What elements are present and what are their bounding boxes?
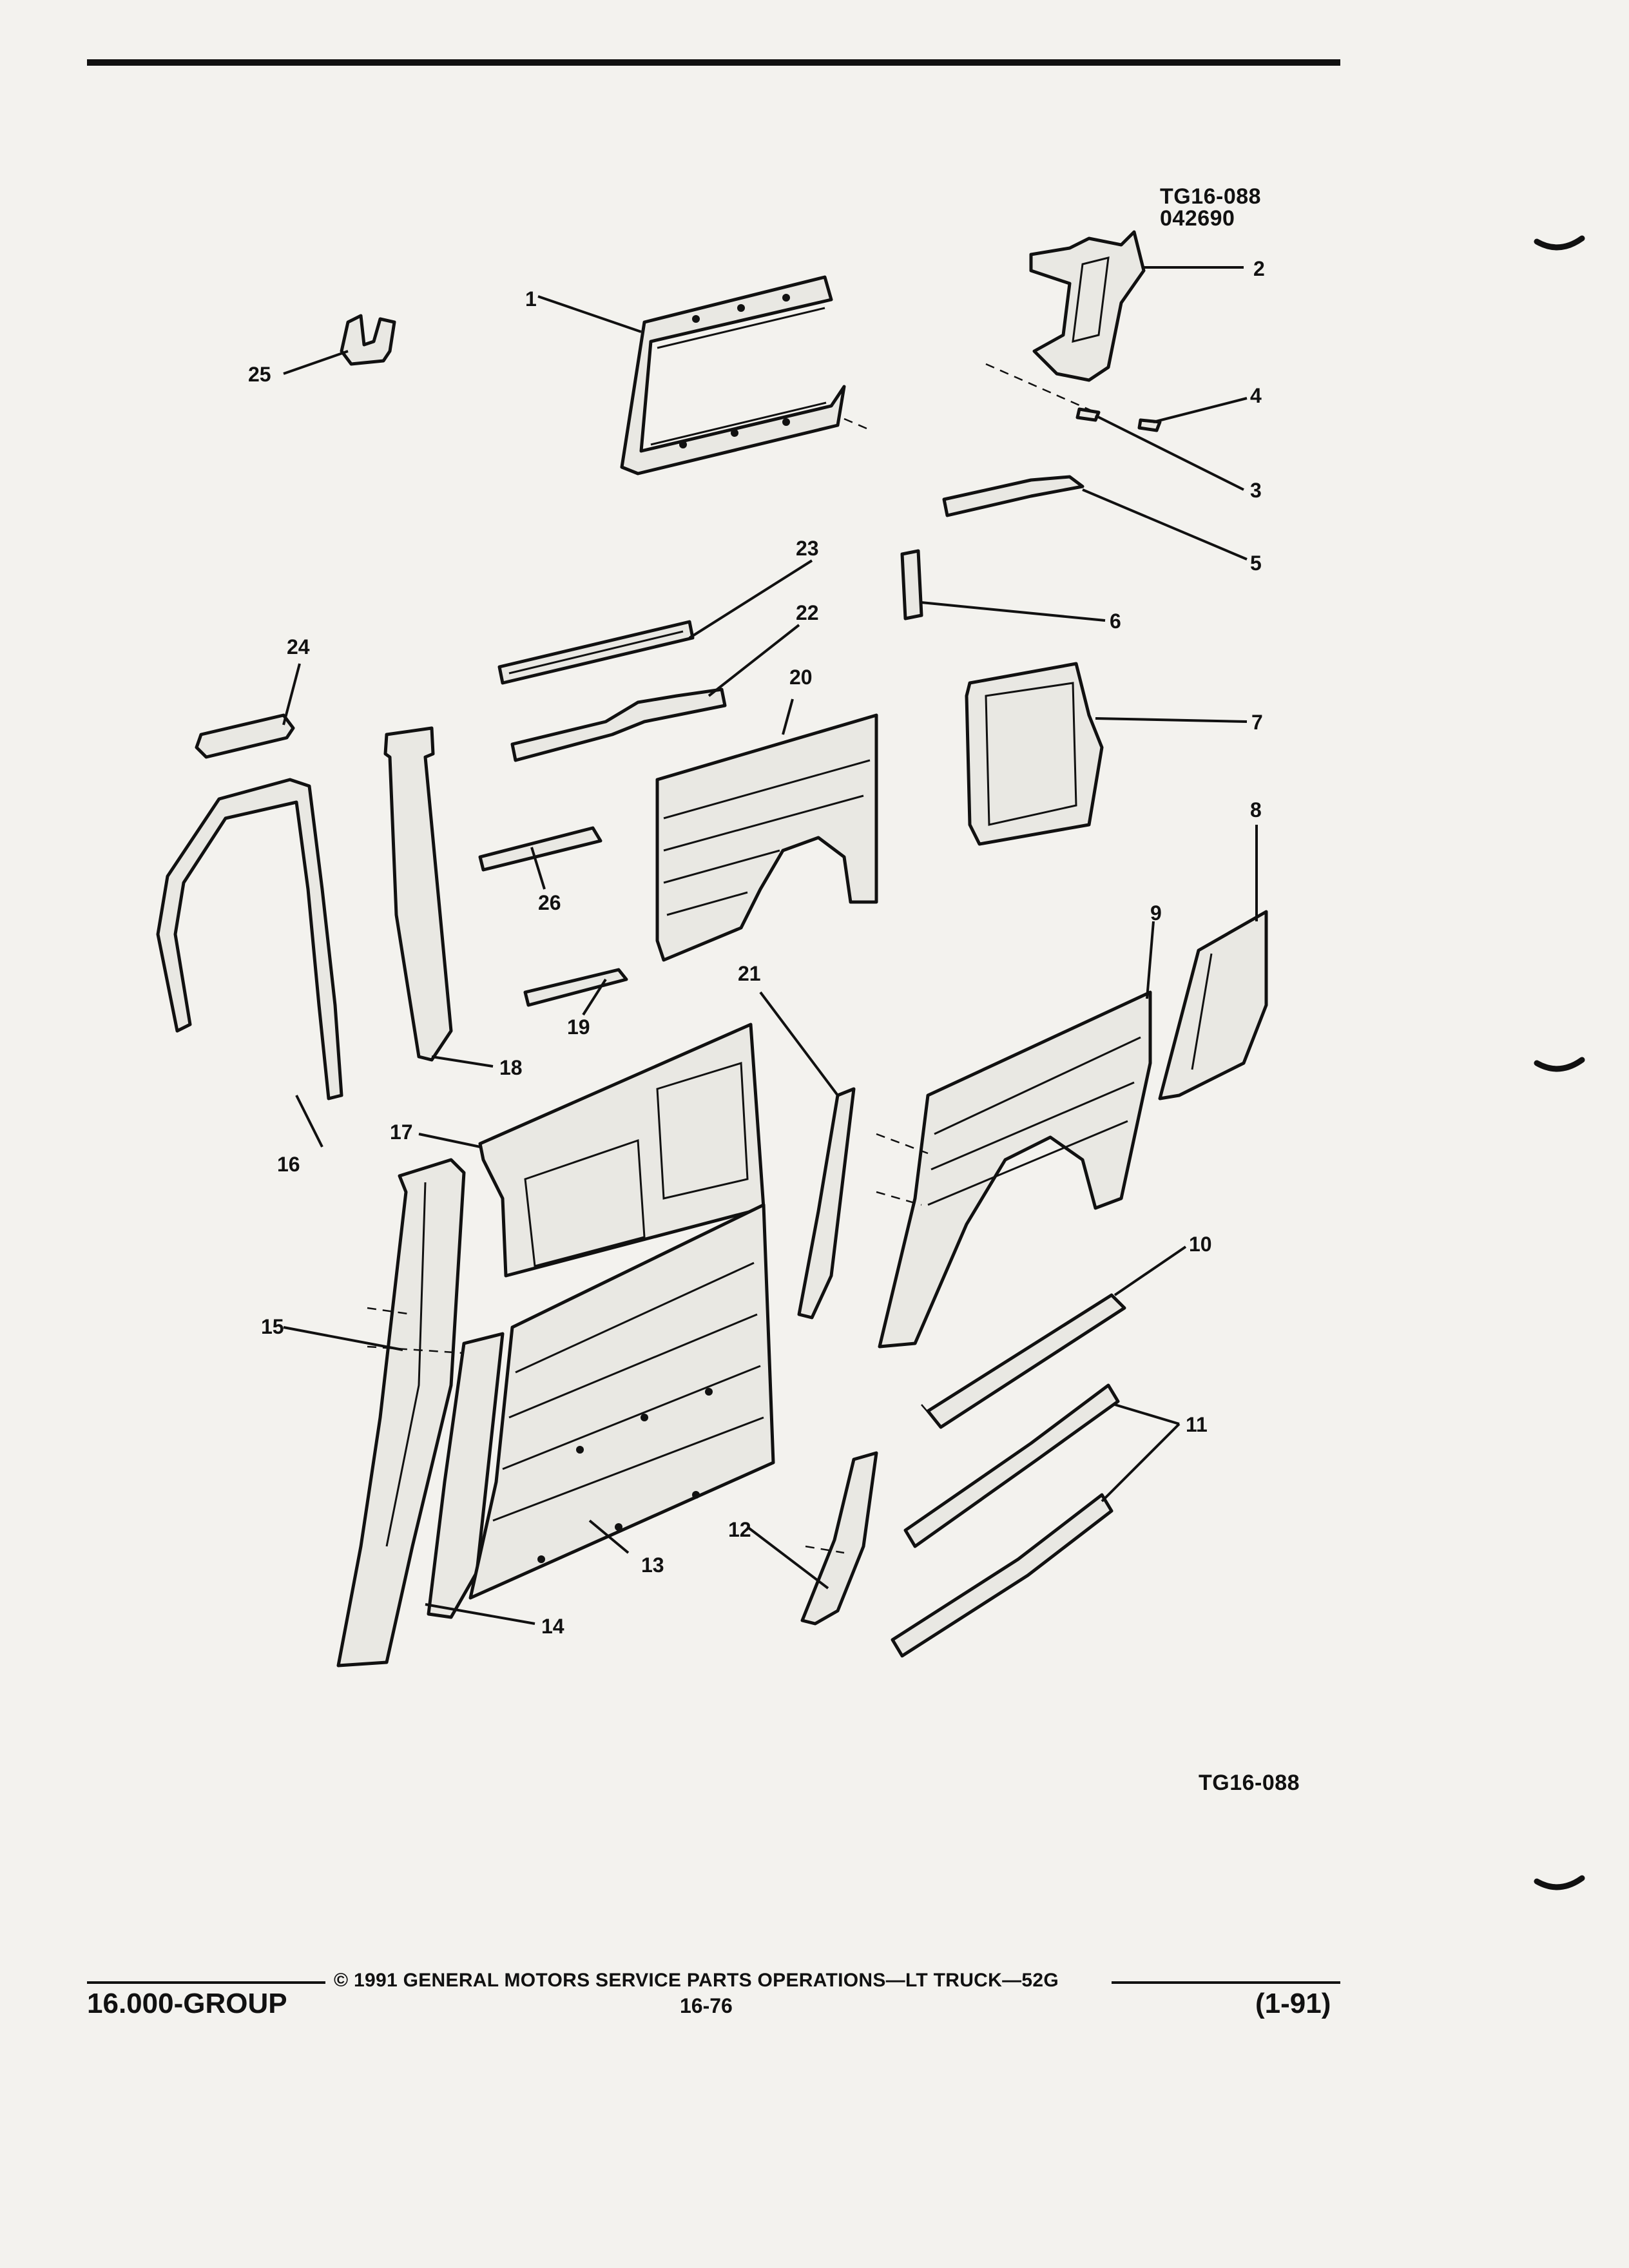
- footer-group: 16.000-GROUP: [87, 1988, 287, 2019]
- part-26-bracket: [478, 826, 602, 872]
- callout-6: 6: [1110, 610, 1121, 633]
- part-12-filler-strip: [800, 1451, 878, 1626]
- callout-13: 13: [641, 1553, 664, 1577]
- callout-4: 4: [1250, 384, 1262, 407]
- part-17-window-panel: [478, 1023, 766, 1278]
- part-14-pillar-trim: [427, 1332, 505, 1619]
- callout-17: 17: [390, 1120, 413, 1144]
- part-24-bracket: [195, 713, 295, 759]
- part-20-upper-side-panel: [655, 713, 878, 962]
- figure-id: TG16-088: [1160, 184, 1262, 209]
- part-19-bracket: [523, 968, 628, 1007]
- callout-1: 1: [525, 287, 537, 311]
- callout-2: 2: [1253, 257, 1265, 280]
- footer-rule-left: [87, 1981, 325, 1984]
- part-1-window-frame: [620, 275, 846, 476]
- callout-10: 10: [1189, 1233, 1212, 1256]
- figure-id-bottom: TG16-088: [1199, 1771, 1300, 1795]
- header-rule: [87, 59, 1340, 66]
- part-8-corner-cap: [1158, 910, 1268, 1100]
- callout-16: 16: [277, 1153, 300, 1176]
- footer-revision-date: (1-91): [1255, 1988, 1331, 2019]
- callout-18: 18: [499, 1056, 523, 1079]
- callout-5: 5: [1250, 552, 1262, 575]
- callout-14: 14: [541, 1615, 564, 1638]
- part-6-bracket: [900, 549, 923, 620]
- callout-22: 22: [796, 601, 819, 624]
- callout-3: 3: [1250, 479, 1262, 502]
- alignment-lines: [367, 363, 1096, 1554]
- part-13-lower-side-panel: [468, 1203, 775, 1600]
- footer-copyright: © 1991 GENERAL MOTORS SERVICE PARTS OPER…: [334, 1970, 1059, 1991]
- callout-25: 25: [248, 363, 271, 386]
- part-9-rear-side-panel: [878, 990, 1152, 1349]
- part-2-corner-bracket: [1029, 230, 1146, 382]
- callout-15: 15: [261, 1315, 284, 1338]
- part-21-strip: [797, 1087, 856, 1320]
- part-15-front-pillar: [336, 1158, 466, 1667]
- part-22-latch-rail: [510, 687, 727, 762]
- callout-26: 26: [538, 891, 561, 914]
- part-5-molding: [942, 475, 1084, 517]
- callout-9: 9: [1150, 901, 1162, 925]
- part-3-screw: [1075, 407, 1101, 422]
- callout-7: 7: [1251, 711, 1263, 734]
- callout-8: 8: [1250, 798, 1262, 822]
- part-11-rub-rails: [891, 1383, 1120, 1658]
- callout-12: 12: [728, 1518, 751, 1541]
- footer-page-number: 16-76: [680, 1994, 733, 2017]
- callout-23: 23: [796, 537, 819, 560]
- scan-edge-marks: [1534, 235, 1585, 1890]
- footer-rule-right: [1112, 1981, 1340, 1984]
- callout-11: 11: [1186, 1413, 1208, 1436]
- part-23-upper-rail: [497, 620, 695, 685]
- callout-24: 24: [287, 635, 310, 658]
- part-25-clip: [340, 314, 396, 366]
- part-16-weatherstrip: [156, 778, 343, 1100]
- callout-19: 19: [567, 1015, 590, 1039]
- leader-lines: [282, 266, 1258, 1625]
- part-18-pillar: [383, 726, 453, 1062]
- part-7-corner-panel: [965, 662, 1104, 846]
- callout-20: 20: [789, 666, 813, 689]
- figure-date: 042690: [1160, 206, 1235, 231]
- callout-21: 21: [738, 962, 761, 985]
